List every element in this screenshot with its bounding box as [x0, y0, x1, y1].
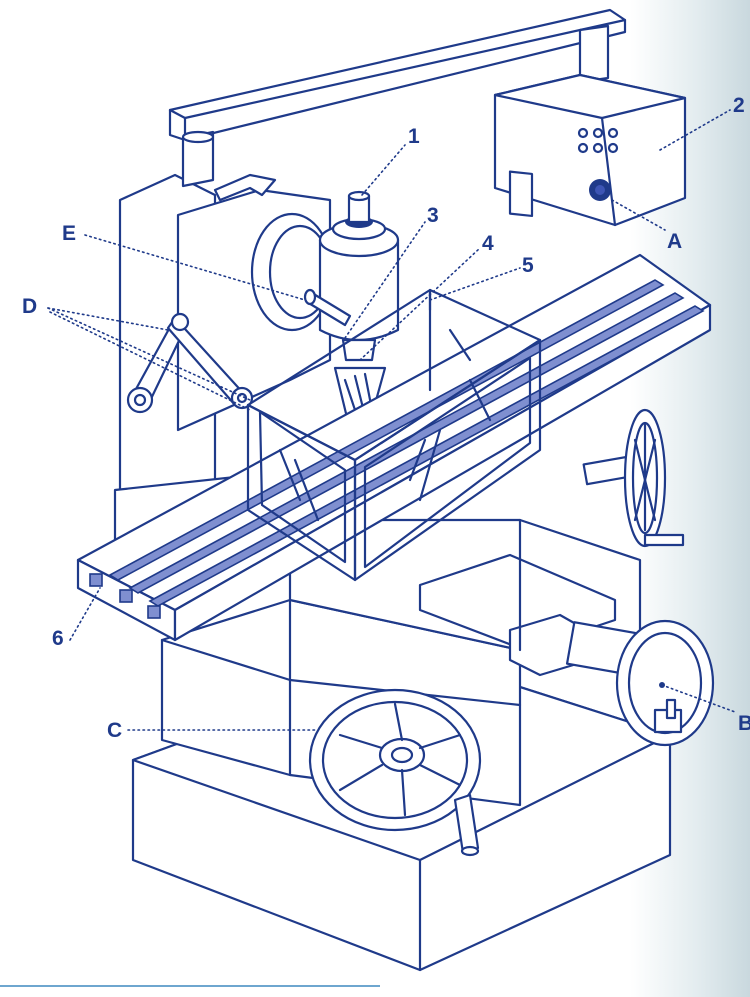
knee-handwheel — [308, 688, 482, 857]
safety-guard — [246, 288, 542, 582]
work-table — [76, 253, 712, 642]
callout-B: B — [738, 712, 750, 735]
callout-3: 3 — [427, 204, 439, 227]
callout-E: E — [62, 222, 76, 245]
callout-4: 4 — [482, 232, 494, 255]
callout-5: 5 — [522, 254, 534, 277]
overarm — [168, 8, 627, 188]
linkage-arm — [126, 312, 254, 414]
table-handwheel — [582, 408, 685, 548]
callout-A: A — [667, 230, 682, 253]
callout-C: C — [107, 719, 122, 742]
spindle-head — [250, 190, 400, 432]
callout-6: 6 — [52, 627, 64, 650]
control-box — [493, 73, 687, 227]
callout-2: 2 — [733, 94, 745, 117]
callout-D: D — [22, 295, 37, 318]
saddle-handwheel — [565, 619, 715, 747]
leader-lines — [47, 109, 736, 731]
callout-1: 1 — [408, 125, 420, 148]
